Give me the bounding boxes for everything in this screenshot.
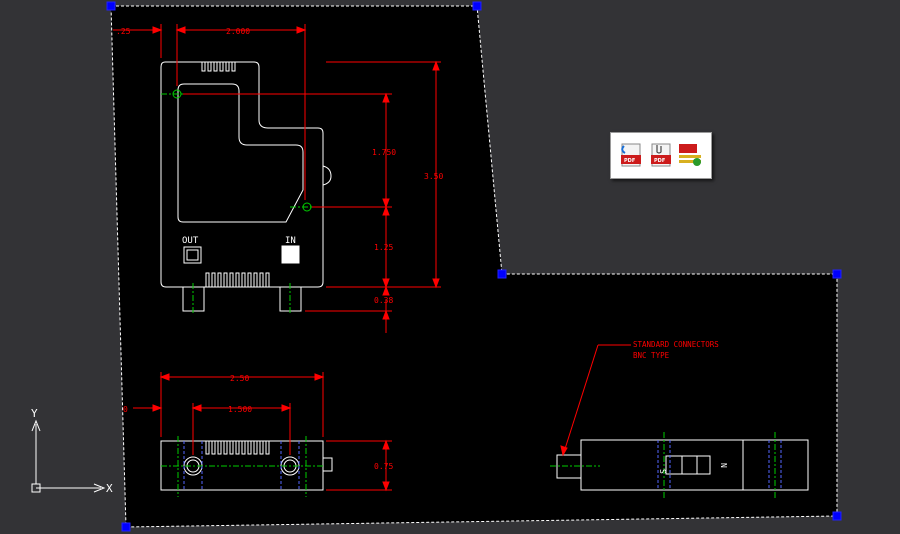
grip-top-right <box>472 1 482 11</box>
top-view <box>160 61 332 312</box>
pdf-settings-button[interactable] <box>678 142 704 170</box>
side-label-s: S <box>658 469 667 474</box>
grip-middle <box>497 269 507 279</box>
front-fins <box>205 440 270 455</box>
out-label: OUT <box>182 236 199 246</box>
pdf-toolbar: PDF PDF <box>610 132 712 179</box>
dim-height-upper: 1.750 <box>372 148 396 157</box>
front-dimensions <box>133 372 392 492</box>
bottom-fins <box>205 272 270 288</box>
pdf-export-label: PDF <box>624 157 636 164</box>
side-bump <box>322 165 332 186</box>
side-label-n: N <box>719 463 728 468</box>
dim-bottom-width: 2.50 <box>230 374 249 383</box>
pdf-settings-icon <box>679 143 701 166</box>
side-centerlines <box>550 432 776 499</box>
pdf-attach-button[interactable]: PDF <box>648 142 674 170</box>
pdf-attach-icon <box>651 143 671 166</box>
grip-bottom-right <box>832 511 842 521</box>
dim-bottom-height: 0.75 <box>374 462 393 471</box>
top-dimensions <box>113 24 441 333</box>
in-port <box>281 245 300 264</box>
grip-bottom-left <box>121 522 131 532</box>
leader <box>560 344 631 457</box>
side-view-outline <box>580 439 809 491</box>
ucs-icon <box>31 419 106 493</box>
front-view-tab <box>322 457 333 472</box>
dim-bottom-partial: 0 <box>123 405 128 414</box>
dim-height-lower: 1.25 <box>374 243 393 252</box>
grip-right-top <box>832 269 842 279</box>
pdf-export-icon <box>621 143 641 166</box>
front-hidden <box>183 441 300 490</box>
note-line1: STANDARD CONNECTORS <box>633 340 719 349</box>
grip-top-left <box>106 1 116 11</box>
dim-left-partial: .25 <box>116 27 131 36</box>
dim-height-bottom: 0.38 <box>374 296 393 305</box>
dim-bottom-inner: 1.500 <box>228 405 252 414</box>
dim-top-width: 2.000 <box>226 27 250 36</box>
out-port <box>183 246 202 264</box>
top-fins <box>201 61 236 72</box>
pdf-export-button[interactable]: PDF <box>618 142 644 170</box>
side-hidden <box>657 440 782 490</box>
ucs-x-label: X <box>106 482 113 495</box>
in-label: IN <box>285 236 296 246</box>
dim-height-total: 3.50 <box>424 172 443 181</box>
selection-grips[interactable] <box>106 1 842 532</box>
note-line2: BNC TYPE <box>633 351 670 360</box>
side-view <box>556 439 809 491</box>
pdf-attach-label: PDF <box>654 157 666 164</box>
front-centerlines <box>161 436 323 497</box>
ucs-y-label: Y <box>31 407 38 420</box>
top-view-outline <box>160 61 324 288</box>
